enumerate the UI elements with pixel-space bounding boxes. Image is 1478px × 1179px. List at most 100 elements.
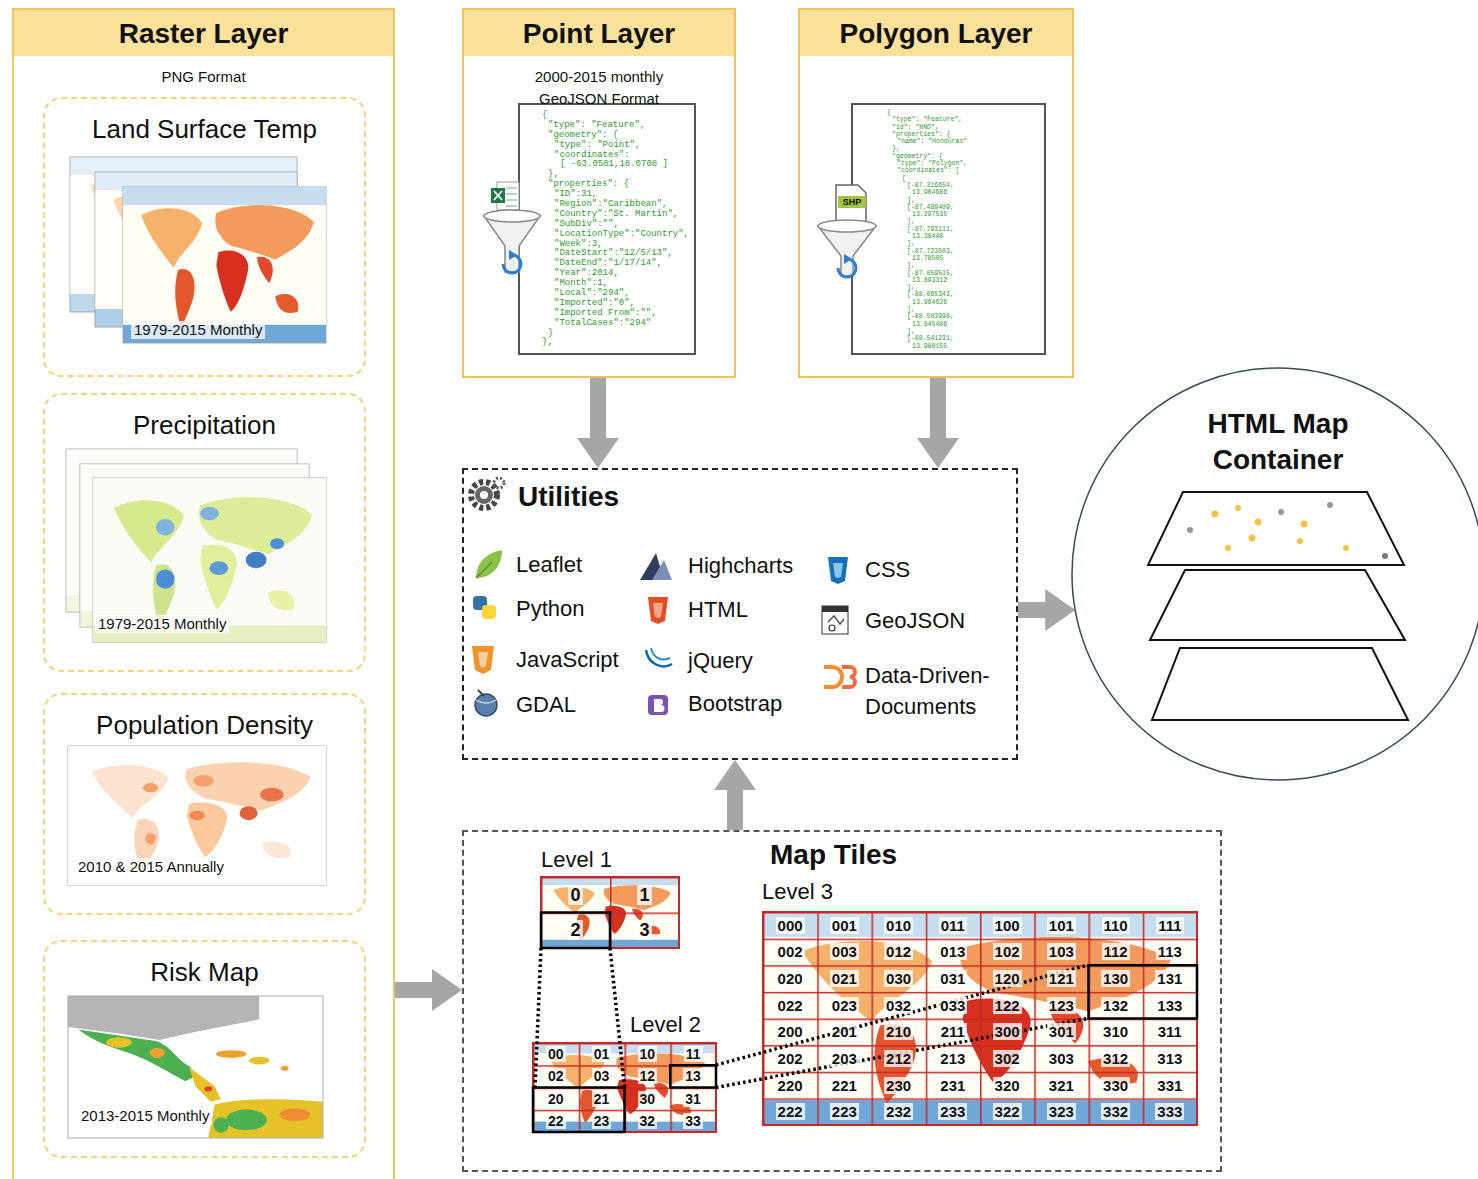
text-slot: Land Surface Temp	[45, 114, 364, 145]
label-cell: 112	[1089, 939, 1143, 966]
tile-number: 331	[1155, 1077, 1184, 1094]
code-line: "type": "Point",	[554, 141, 640, 151]
tile-number: 112	[1102, 943, 1130, 960]
code-line: 13.984686	[912, 189, 947, 196]
tool-name: CSS	[865, 557, 910, 583]
code-line: "Week":3,	[554, 240, 603, 250]
code-line: ],	[907, 240, 915, 247]
label-cell: 122	[980, 992, 1034, 1019]
map-layer-stack-part	[1235, 505, 1241, 511]
label-cell: 01	[579, 1043, 625, 1065]
label-cell: 010	[872, 912, 926, 939]
tool-icons-part	[652, 560, 672, 580]
tile-number: 12	[638, 1068, 658, 1084]
tile-number: 313	[1155, 1050, 1184, 1067]
map-tile-grids-part	[541, 913, 610, 949]
tool-icons-part	[648, 695, 668, 715]
label-cell: 313	[1143, 1045, 1197, 1072]
tile-number: 300	[993, 1023, 1022, 1040]
tool-icons-part	[476, 562, 492, 578]
tile-number: 222	[776, 1103, 805, 1120]
shapefile-funnel-icon	[818, 185, 876, 277]
label-cell: 133	[1143, 992, 1197, 1019]
code-line: "LocationType":"Country",	[554, 230, 689, 240]
tile-number: 303	[1047, 1050, 1076, 1067]
fat-arrow	[917, 378, 959, 468]
tool-icons-part	[651, 648, 670, 660]
code-box: {"type": "Feature","geometry": {"type": …	[518, 103, 696, 355]
map-tile-grids-part	[716, 965, 1088, 1088]
label-cell: 232	[872, 1098, 926, 1125]
format-note: PNG Format	[161, 68, 245, 86]
code-line: "ID":31,	[554, 190, 597, 200]
tile-number: 330	[1101, 1077, 1130, 1094]
code-line: "type": "Polygon",	[897, 160, 967, 167]
code-line: "Imported From":"",	[554, 309, 657, 319]
text-slot: JavaScript	[516, 647, 638, 673]
label-cell: 220	[763, 1072, 817, 1099]
tile-number: 312	[1101, 1050, 1130, 1067]
code-box: {"type": "Feature","id": "HND","properti…	[851, 103, 1046, 355]
text-slot: 1979-2015 Monthly	[131, 321, 351, 339]
map-tile-grids-part	[763, 912, 1197, 1125]
tile-number: 100	[993, 917, 1022, 934]
label-cell: 21	[579, 1088, 625, 1110]
map-tile-grids-part	[1089, 965, 1198, 1018]
tile-number: 211	[939, 1023, 967, 1040]
tile-number: 1	[637, 885, 651, 905]
text-slot: Leaflet	[516, 552, 636, 578]
tool-icons-part	[476, 700, 496, 703]
code-line: "coordinates": [	[897, 167, 959, 174]
label-cell: 110	[1089, 912, 1143, 939]
map-tile-grids-part	[763, 912, 1197, 1125]
code-line: {	[542, 111, 547, 121]
label-cell: 03	[579, 1065, 625, 1087]
tile-number: 030	[884, 970, 913, 987]
shapefile-funnel-icon-part	[844, 254, 852, 264]
code-line: "name": "Honduras"	[897, 138, 967, 145]
code-line: ],	[907, 197, 915, 204]
tile-number: 31	[683, 1091, 703, 1107]
code-line: 13.964626	[912, 299, 947, 306]
text-slot: Level 1	[541, 847, 641, 873]
label-cell: 113	[1143, 939, 1197, 966]
tile-number: 203	[830, 1050, 859, 1067]
time-range: 1979-2015 Monthly	[131, 321, 265, 339]
tile-number: 230	[884, 1077, 913, 1094]
tile-number: 231	[938, 1077, 967, 1094]
code-line: "Imported":"0",	[554, 299, 635, 309]
label-cell: 202	[763, 1045, 817, 1072]
code-line: [ -63.0501,18.0708 ]	[560, 160, 668, 170]
tile-number: 212	[884, 1050, 913, 1067]
code-line: 13.78505	[912, 255, 943, 262]
utilities-box: UtilitiesLeafletPythonJavaScriptGDALHigh…	[462, 468, 1018, 760]
time-range: 2013-2015 Monthly	[78, 1107, 212, 1125]
tile-number: 121	[1047, 970, 1076, 987]
code-line: [-87.793111,	[907, 226, 954, 233]
map-tile-grids-part	[533, 1043, 716, 1132]
tile-number: 233	[938, 1103, 967, 1120]
label-cell: 200	[763, 1019, 817, 1046]
label-cell: 311	[1143, 1019, 1197, 1046]
label-cell: 131	[1143, 965, 1197, 992]
tool-name: Highcharts	[688, 553, 793, 579]
map-layer-stack-part	[1249, 535, 1256, 542]
dataset-title: Population Density	[96, 710, 313, 741]
label-cell: 022	[763, 992, 817, 1019]
tile-number: 020	[776, 970, 805, 987]
map-tile-grids-part	[535, 948, 625, 1087]
layer-panel: Raster LayerPNG FormatLand Surface Temp1…	[12, 8, 395, 1179]
code-line: "Month":1,	[554, 279, 608, 289]
code-line: 13.297535	[912, 211, 947, 218]
map-tile-grids-part	[541, 877, 679, 948]
excel-funnel-icon-part	[491, 188, 505, 203]
tile-number: 20	[546, 1091, 566, 1107]
tile-number: 032	[884, 997, 913, 1014]
label-cell: 212	[872, 1045, 926, 1072]
tile-number: 22	[546, 1113, 566, 1129]
tile-number: 023	[830, 997, 859, 1014]
text-slot: Precipitation	[45, 410, 364, 441]
label-cell: 102	[980, 939, 1034, 966]
tile-number: 200	[776, 1023, 805, 1040]
tool-icons-part	[824, 667, 842, 687]
